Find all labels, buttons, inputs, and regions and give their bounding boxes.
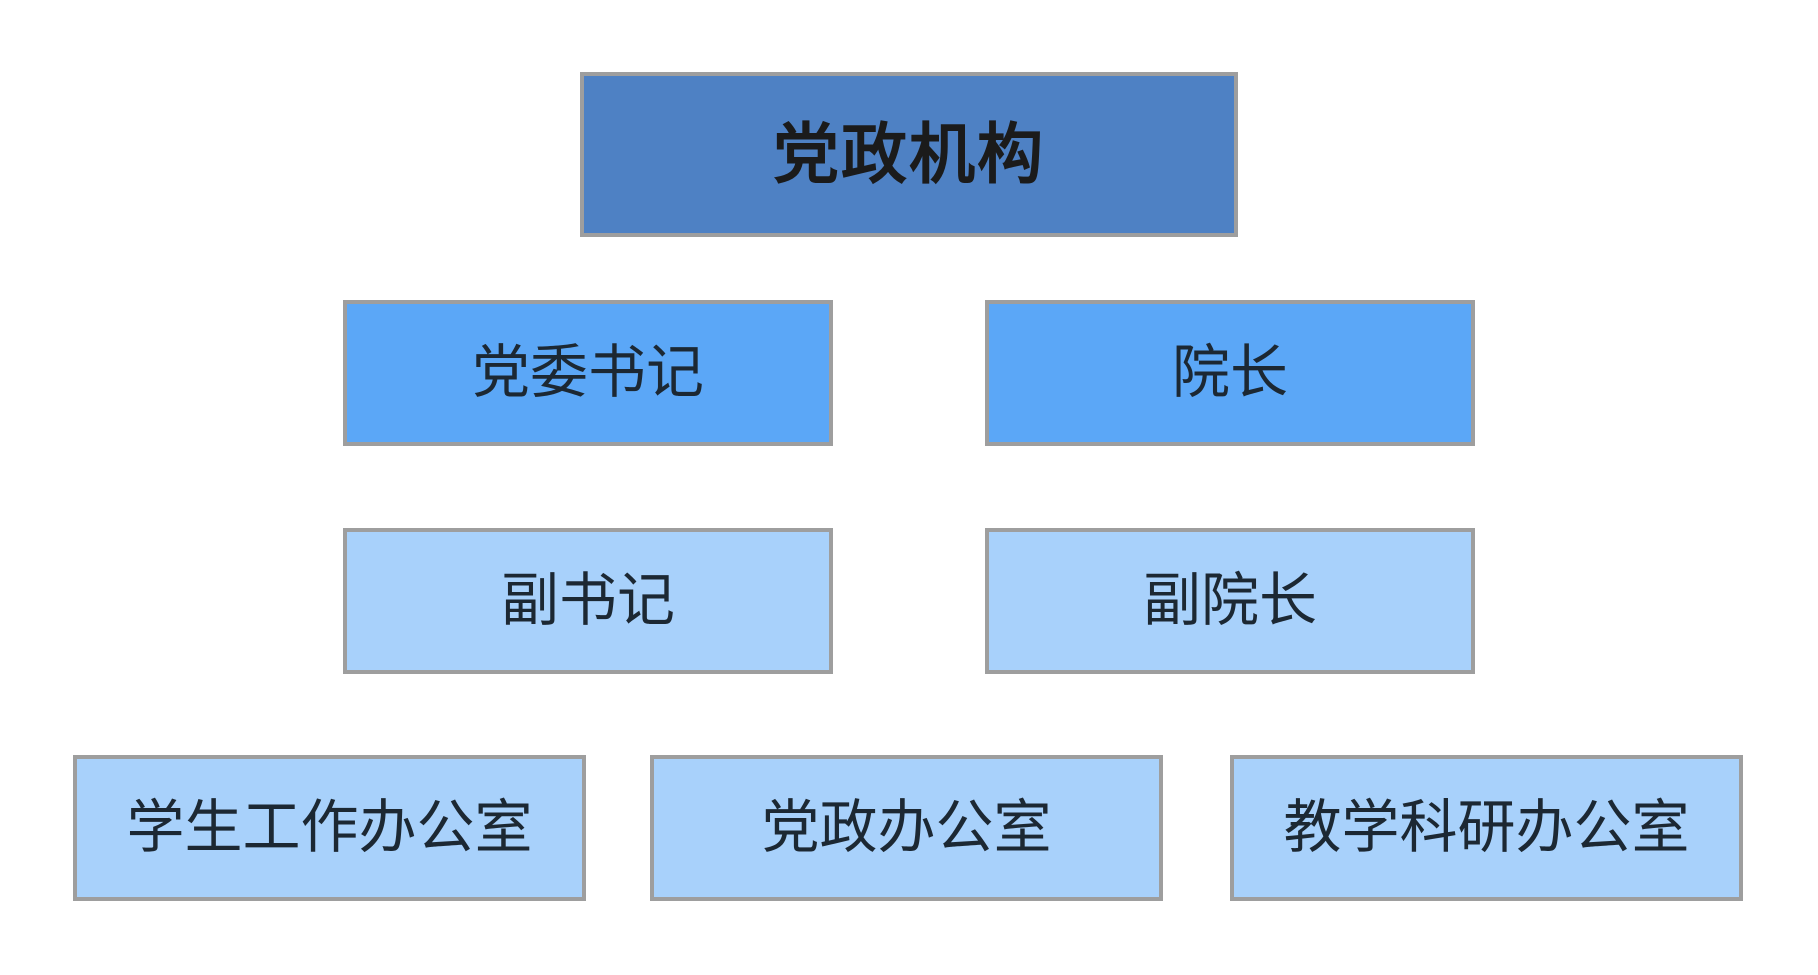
- org-node-vice-dean-label: 副院长: [1142, 568, 1317, 634]
- org-node-deputy-secretary-label: 副书记: [500, 568, 675, 634]
- org-node-vice-dean[interactable]: 副院长: [985, 528, 1475, 674]
- org-node-party-government-office[interactable]: 党政办公室: [650, 755, 1163, 901]
- org-node-dean-label: 院长: [1171, 340, 1288, 406]
- org-node-root[interactable]: 党政机构: [580, 72, 1238, 237]
- org-node-student-affairs-office-label: 学生工作办公室: [126, 795, 533, 861]
- org-node-party-secretary[interactable]: 党委书记: [343, 300, 833, 446]
- org-node-deputy-secretary[interactable]: 副书记: [343, 528, 833, 674]
- org-node-teaching-research-office[interactable]: 教学科研办公室: [1230, 755, 1743, 901]
- org-node-root-label: 党政机构: [773, 117, 1045, 192]
- org-node-student-affairs-office[interactable]: 学生工作办公室: [73, 755, 586, 901]
- org-node-party-government-office-label: 党政办公室: [761, 795, 1052, 861]
- org-node-party-secretary-label: 党委书记: [471, 340, 704, 406]
- org-node-dean[interactable]: 院长: [985, 300, 1475, 446]
- org-node-teaching-research-office-label: 教学科研办公室: [1283, 795, 1690, 861]
